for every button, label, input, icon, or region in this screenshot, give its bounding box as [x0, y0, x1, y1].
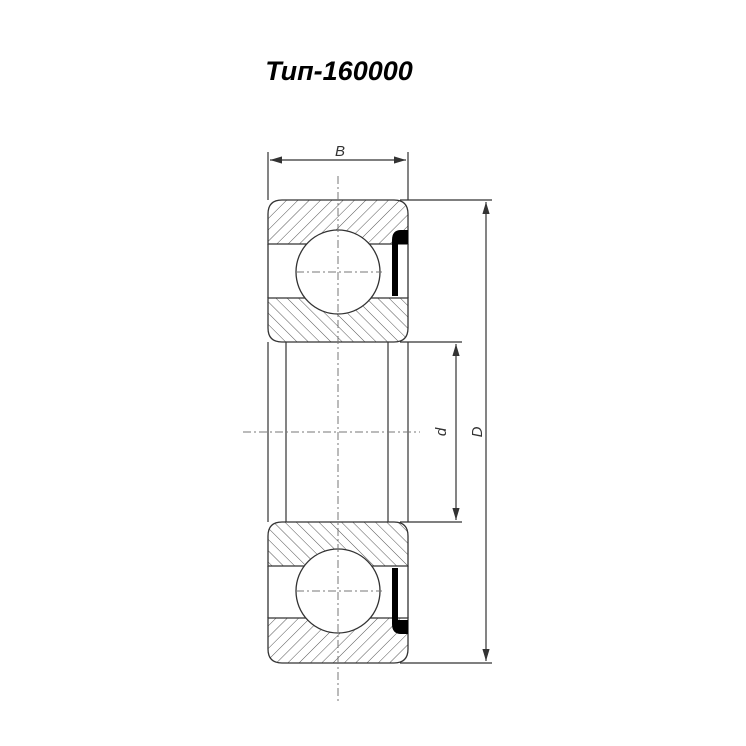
centerlines — [243, 176, 420, 702]
outer-diameter-label: D — [469, 426, 486, 437]
seal-bottom — [392, 568, 398, 624]
outer-race-top — [267, 199, 409, 245]
width-label: B — [335, 143, 345, 160]
drawing-title: Тип-160000 — [265, 56, 413, 86]
bore-diameter-label: d — [433, 427, 450, 436]
